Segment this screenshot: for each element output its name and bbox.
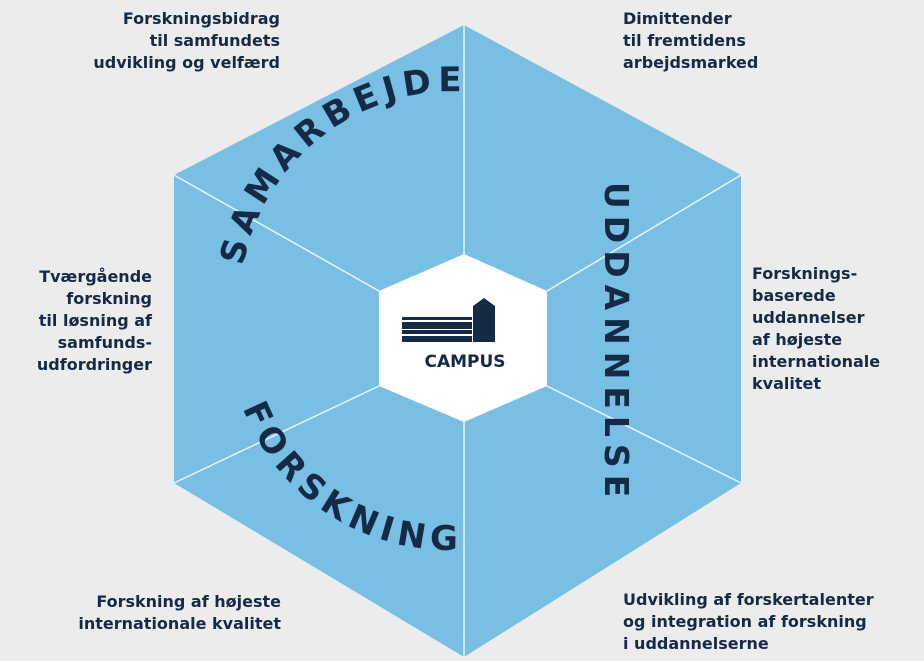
outcome-line: kvalitet xyxy=(752,374,821,393)
outcome-line: forskning xyxy=(66,289,152,308)
outcome-line: baserede xyxy=(752,286,836,305)
outcome-line: internationale xyxy=(752,352,881,371)
hexagon-dividers xyxy=(173,25,742,657)
outcome-mid-left: Tværgående forskning til løsning af samf… xyxy=(37,266,152,376)
divider-upper-left xyxy=(173,174,380,292)
outcome-line: samfunds- xyxy=(57,333,152,352)
outcome-line: Forskning af højeste xyxy=(96,592,281,611)
campus-logo-icon xyxy=(402,298,495,342)
divider-lower-right xyxy=(546,385,742,484)
outcome-line: til løsning af xyxy=(38,311,152,330)
outcome-line: og integration af forskning xyxy=(623,612,867,631)
outcome-mid-right: Forsknings- baserede uddannelser af høje… xyxy=(752,263,880,395)
outcome-line: internationale kvalitet xyxy=(78,614,281,633)
outcome-line: Udvikling af forskertalenter xyxy=(623,590,874,609)
outcome-line: uddannelser xyxy=(752,308,865,327)
outcome-top-left: Forskningsbidrag til samfundets udviklin… xyxy=(93,8,280,74)
pillar-uddannelse: UDDANNELSE xyxy=(597,182,636,504)
outcome-line: udvikling og velfærd xyxy=(93,53,280,72)
outcome-line: af højeste xyxy=(752,330,843,349)
outcome-line: Dimittender xyxy=(623,9,732,28)
outcome-line: arbejdsmarked xyxy=(623,53,759,72)
outcome-line: udfordringer xyxy=(36,355,152,374)
outcome-line: Tværgående xyxy=(39,267,152,286)
outcome-top-right: Dimittender til fremtidens arbejdsmarked xyxy=(623,8,758,74)
outcome-line: Forskningsbidrag xyxy=(122,9,280,28)
divider-upper-right xyxy=(546,174,742,292)
outcome-line: til samfundets xyxy=(149,31,280,50)
divider-lower-left xyxy=(173,385,380,484)
outcome-bottom-left: Forskning af højeste internationale kval… xyxy=(78,591,281,635)
campus-logo-text: CAMPUS xyxy=(424,352,505,372)
outcome-bottom-right: Udvikling af forskertalenter og integrat… xyxy=(623,589,874,655)
outcome-line: i uddannelserne xyxy=(623,634,769,653)
outcome-line: Forsknings- xyxy=(752,264,858,283)
outcome-line: til fremtidens xyxy=(623,31,746,50)
